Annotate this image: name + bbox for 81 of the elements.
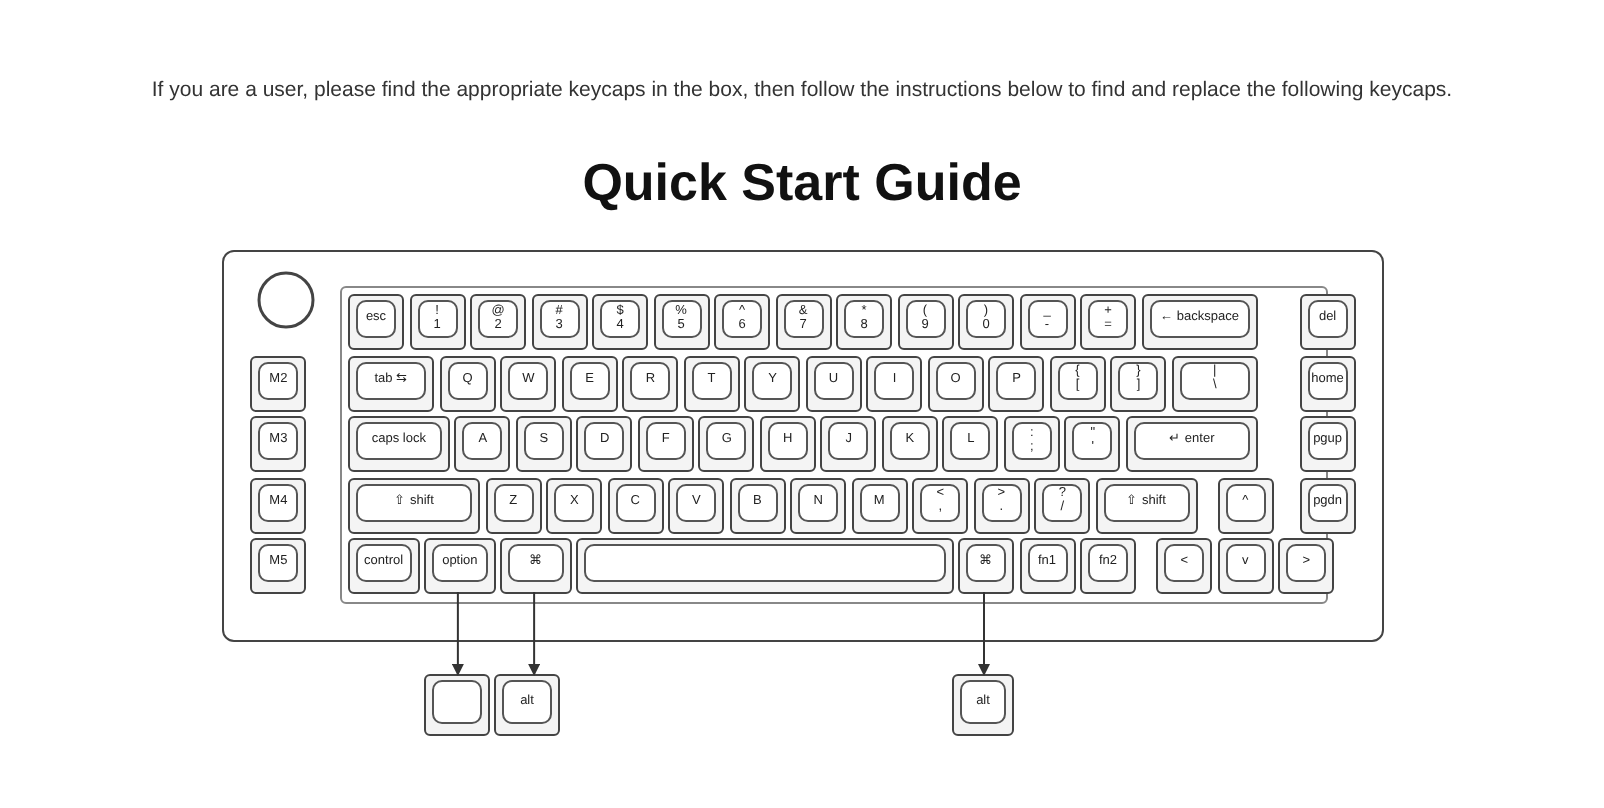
keycap bbox=[348, 294, 404, 350]
keycap bbox=[250, 538, 307, 594]
instruction-text: If you are a user, please find the appropriate keycaps in the box, then follow the instructions below to find and replace the following keycaps. bbox=[149, 76, 1455, 106]
keycap bbox=[668, 477, 725, 533]
keycap bbox=[698, 416, 755, 472]
keycap bbox=[1299, 416, 1356, 472]
keycap bbox=[958, 538, 1014, 594]
keycap bbox=[1299, 477, 1356, 533]
keycap bbox=[250, 355, 307, 411]
keycap bbox=[1034, 477, 1091, 533]
keycap bbox=[348, 477, 481, 533]
keycap bbox=[1156, 538, 1213, 594]
keycap bbox=[1110, 355, 1167, 411]
keycap bbox=[592, 294, 648, 350]
space-bar bbox=[576, 538, 953, 594]
keycap bbox=[494, 674, 560, 736]
keycap bbox=[653, 294, 709, 350]
keycap bbox=[409, 294, 465, 350]
keycap bbox=[1171, 355, 1258, 411]
keycap bbox=[439, 355, 496, 411]
keycap bbox=[866, 355, 923, 411]
keycap bbox=[1299, 294, 1356, 350]
arrow bbox=[528, 591, 541, 676]
keycap bbox=[759, 416, 816, 472]
keycap bbox=[683, 355, 740, 411]
keycap bbox=[531, 294, 587, 350]
keycap bbox=[744, 355, 801, 411]
keycap bbox=[348, 538, 420, 594]
keycap bbox=[1217, 477, 1274, 533]
keycap bbox=[1019, 294, 1075, 350]
keycap bbox=[958, 294, 1014, 350]
keycap bbox=[500, 538, 572, 594]
keycap bbox=[424, 538, 496, 594]
keycap bbox=[1080, 294, 1136, 350]
keycap bbox=[500, 355, 557, 411]
keycap bbox=[988, 355, 1045, 411]
keycap bbox=[250, 477, 307, 533]
keycap bbox=[775, 294, 831, 350]
keycap bbox=[1049, 355, 1106, 411]
keycap bbox=[805, 355, 862, 411]
keycap bbox=[622, 355, 679, 411]
keycap bbox=[561, 355, 618, 411]
arrow bbox=[978, 591, 990, 676]
keycap bbox=[607, 477, 664, 533]
keycap bbox=[1141, 294, 1258, 350]
keycap bbox=[576, 416, 633, 472]
keycap bbox=[1217, 538, 1274, 594]
keycap bbox=[1003, 416, 1060, 472]
keycap bbox=[897, 294, 953, 350]
keycap bbox=[881, 416, 938, 472]
keycap bbox=[729, 477, 786, 533]
keycap bbox=[485, 477, 542, 533]
keycap bbox=[546, 477, 603, 533]
keycap bbox=[424, 674, 490, 736]
keycap bbox=[927, 355, 984, 411]
keycap bbox=[1125, 416, 1258, 472]
keycap bbox=[790, 477, 847, 533]
keycap bbox=[1095, 477, 1197, 533]
keycap bbox=[454, 416, 511, 472]
keycap bbox=[973, 477, 1030, 533]
keycap bbox=[1019, 538, 1075, 594]
keycap bbox=[637, 416, 694, 472]
keycap bbox=[348, 416, 450, 472]
keycap bbox=[952, 674, 1014, 736]
keycap bbox=[470, 294, 526, 350]
keycap bbox=[1064, 416, 1121, 472]
keyboard-frame bbox=[222, 250, 1384, 642]
keycap bbox=[1080, 538, 1136, 594]
keycap bbox=[1278, 538, 1335, 594]
arrow bbox=[451, 591, 464, 676]
title: Quick Start Guide bbox=[580, 150, 1024, 216]
keycap bbox=[250, 416, 307, 472]
keycap bbox=[912, 477, 969, 533]
keycap bbox=[851, 477, 908, 533]
keycap bbox=[515, 416, 572, 472]
keycap bbox=[714, 294, 770, 350]
keycap bbox=[820, 416, 877, 472]
keycap bbox=[348, 355, 435, 411]
keycap bbox=[1299, 355, 1356, 411]
keycap bbox=[836, 294, 892, 350]
keycap bbox=[942, 416, 999, 472]
